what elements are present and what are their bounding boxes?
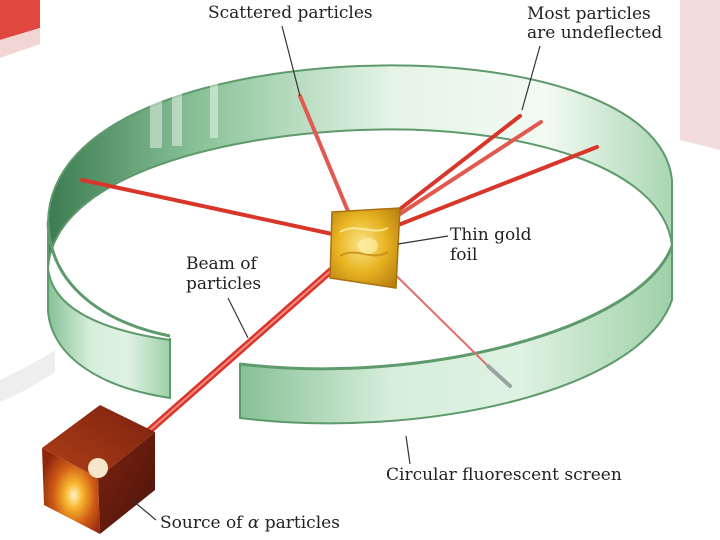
- scattered-ray-left: [80, 178, 362, 242]
- label-beam-line1: Beam of: [186, 254, 257, 274]
- label-source-suffix: particles: [264, 513, 340, 533]
- screen-front-left-rim: [46, 221, 171, 338]
- label-beam-line2: particles: [186, 274, 262, 294]
- ray-shadow: [486, 364, 512, 388]
- label-foil-line2: foil: [450, 245, 478, 265]
- screen-front-left: [47, 222, 171, 400]
- leader-beam: [227, 297, 249, 339]
- leader-source: [131, 499, 157, 521]
- leader-lines: [131, 25, 541, 521]
- leader-scattered: [281, 25, 301, 97]
- label-foil-line1: Thin gold: [450, 225, 532, 245]
- label-undeflected-line2: are undeflected: [527, 23, 663, 43]
- screen-back-streaks: [150, 78, 218, 148]
- screen-front-right-rim: [239, 245, 674, 371]
- background-decoration: [0, 0, 720, 402]
- label-undeflected-line1: Most particles: [527, 4, 651, 24]
- label-alpha-symbol: α: [247, 513, 260, 533]
- label-source-prefix: Source of: [160, 513, 243, 533]
- leader-undeflected: [521, 45, 541, 111]
- gold-foil: [329, 207, 401, 289]
- leader-screen: [405, 435, 411, 465]
- label-alpha-source: Source of α particles: [160, 514, 340, 533]
- leader-foil: [397, 235, 449, 245]
- label-scattered-particles: Scattered particles: [208, 3, 373, 23]
- alpha-source-cube: [42, 405, 155, 534]
- label-circular-screen: Circular fluorescent screen: [386, 465, 622, 485]
